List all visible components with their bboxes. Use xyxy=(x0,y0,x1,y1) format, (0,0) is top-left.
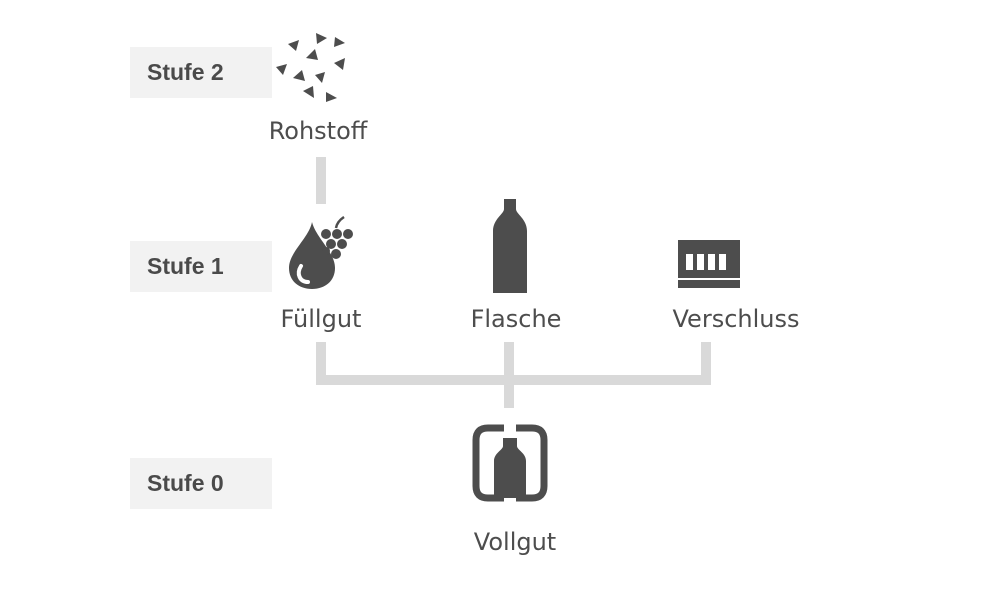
drop-grapes-icon xyxy=(289,216,353,289)
filled-bottle-icon xyxy=(472,424,548,502)
connector-fuellgut-down xyxy=(316,342,326,385)
connector-horizontal xyxy=(316,375,711,385)
node-label-rohstoff: Rohstoff xyxy=(268,117,368,145)
node-label-fuellgut: Füllgut xyxy=(280,305,362,333)
level-label-stufe-0: Stufe 0 xyxy=(130,458,272,509)
closure-icon xyxy=(678,240,740,288)
node-label-verschluss: Verschluss xyxy=(672,305,800,333)
node-label-vollgut: Vollgut xyxy=(473,528,557,556)
bottle-icon xyxy=(493,199,527,293)
connector-verschluss-down xyxy=(701,342,711,385)
level-label-stufe-1: Stufe 1 xyxy=(130,241,272,292)
node-label-flasche: Flasche xyxy=(470,305,562,333)
connector-rohstoff-fuellgut xyxy=(316,157,326,204)
raw-material-icon xyxy=(276,33,345,102)
level-label-stufe-2: Stufe 2 xyxy=(130,47,272,98)
